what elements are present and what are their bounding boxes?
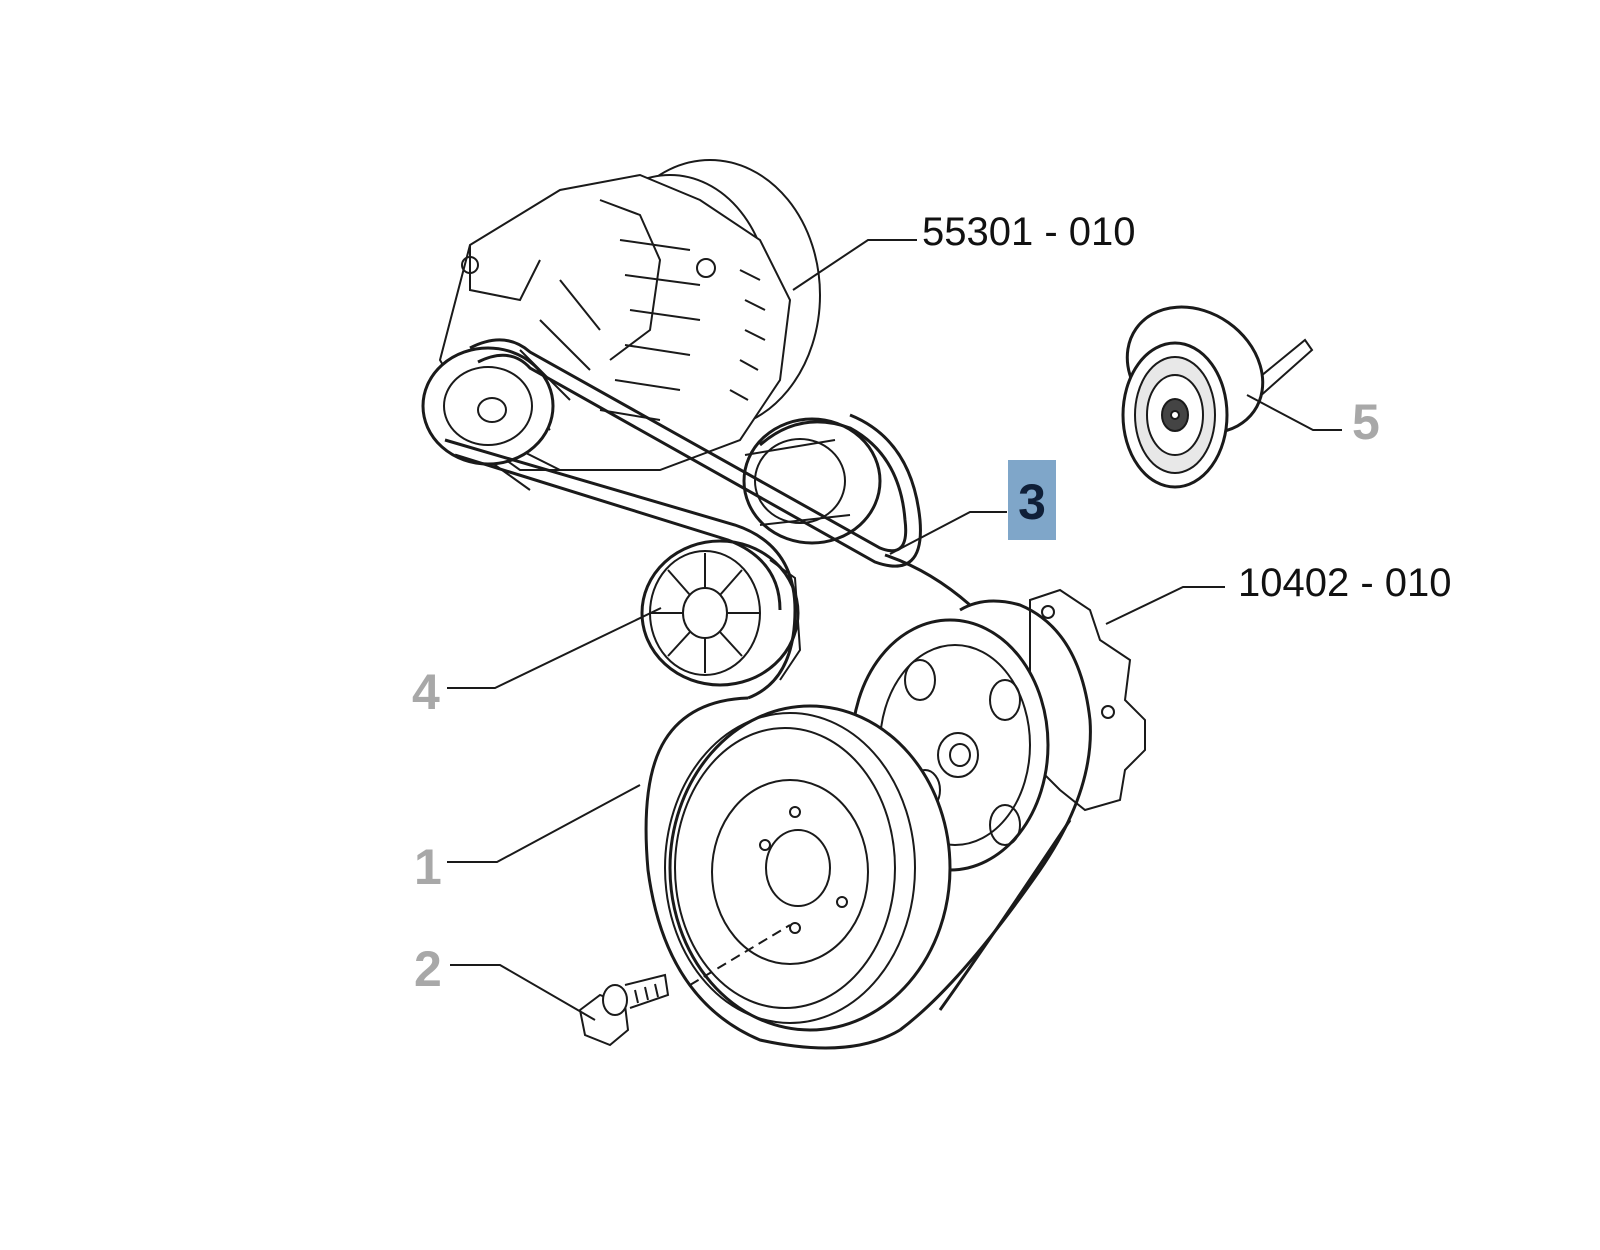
separate-roller xyxy=(1121,305,1314,489)
callout-water-pump-code: 10402 - 010 xyxy=(1238,561,1452,605)
callout-alternator-code: 55301 - 010 xyxy=(922,210,1136,254)
idler-pulley xyxy=(640,539,802,687)
callout-part-2: 2 xyxy=(414,941,442,997)
alternator-pulley xyxy=(421,346,555,466)
bolt xyxy=(578,973,670,1047)
callout-part-5: 5 xyxy=(1352,394,1380,450)
tensioner-pulley xyxy=(742,417,882,545)
alternator xyxy=(438,159,821,491)
callout-part-3-label: 3 xyxy=(1018,474,1046,530)
callout-part-3-selected[interactable]: 3 xyxy=(1008,460,1056,540)
leader-lines xyxy=(447,239,1342,1021)
crankshaft-pulley xyxy=(664,704,952,1032)
callout-part-4: 4 xyxy=(412,664,440,720)
callout-part-1: 1 xyxy=(414,839,442,895)
ribbed-belt xyxy=(444,338,1092,1050)
